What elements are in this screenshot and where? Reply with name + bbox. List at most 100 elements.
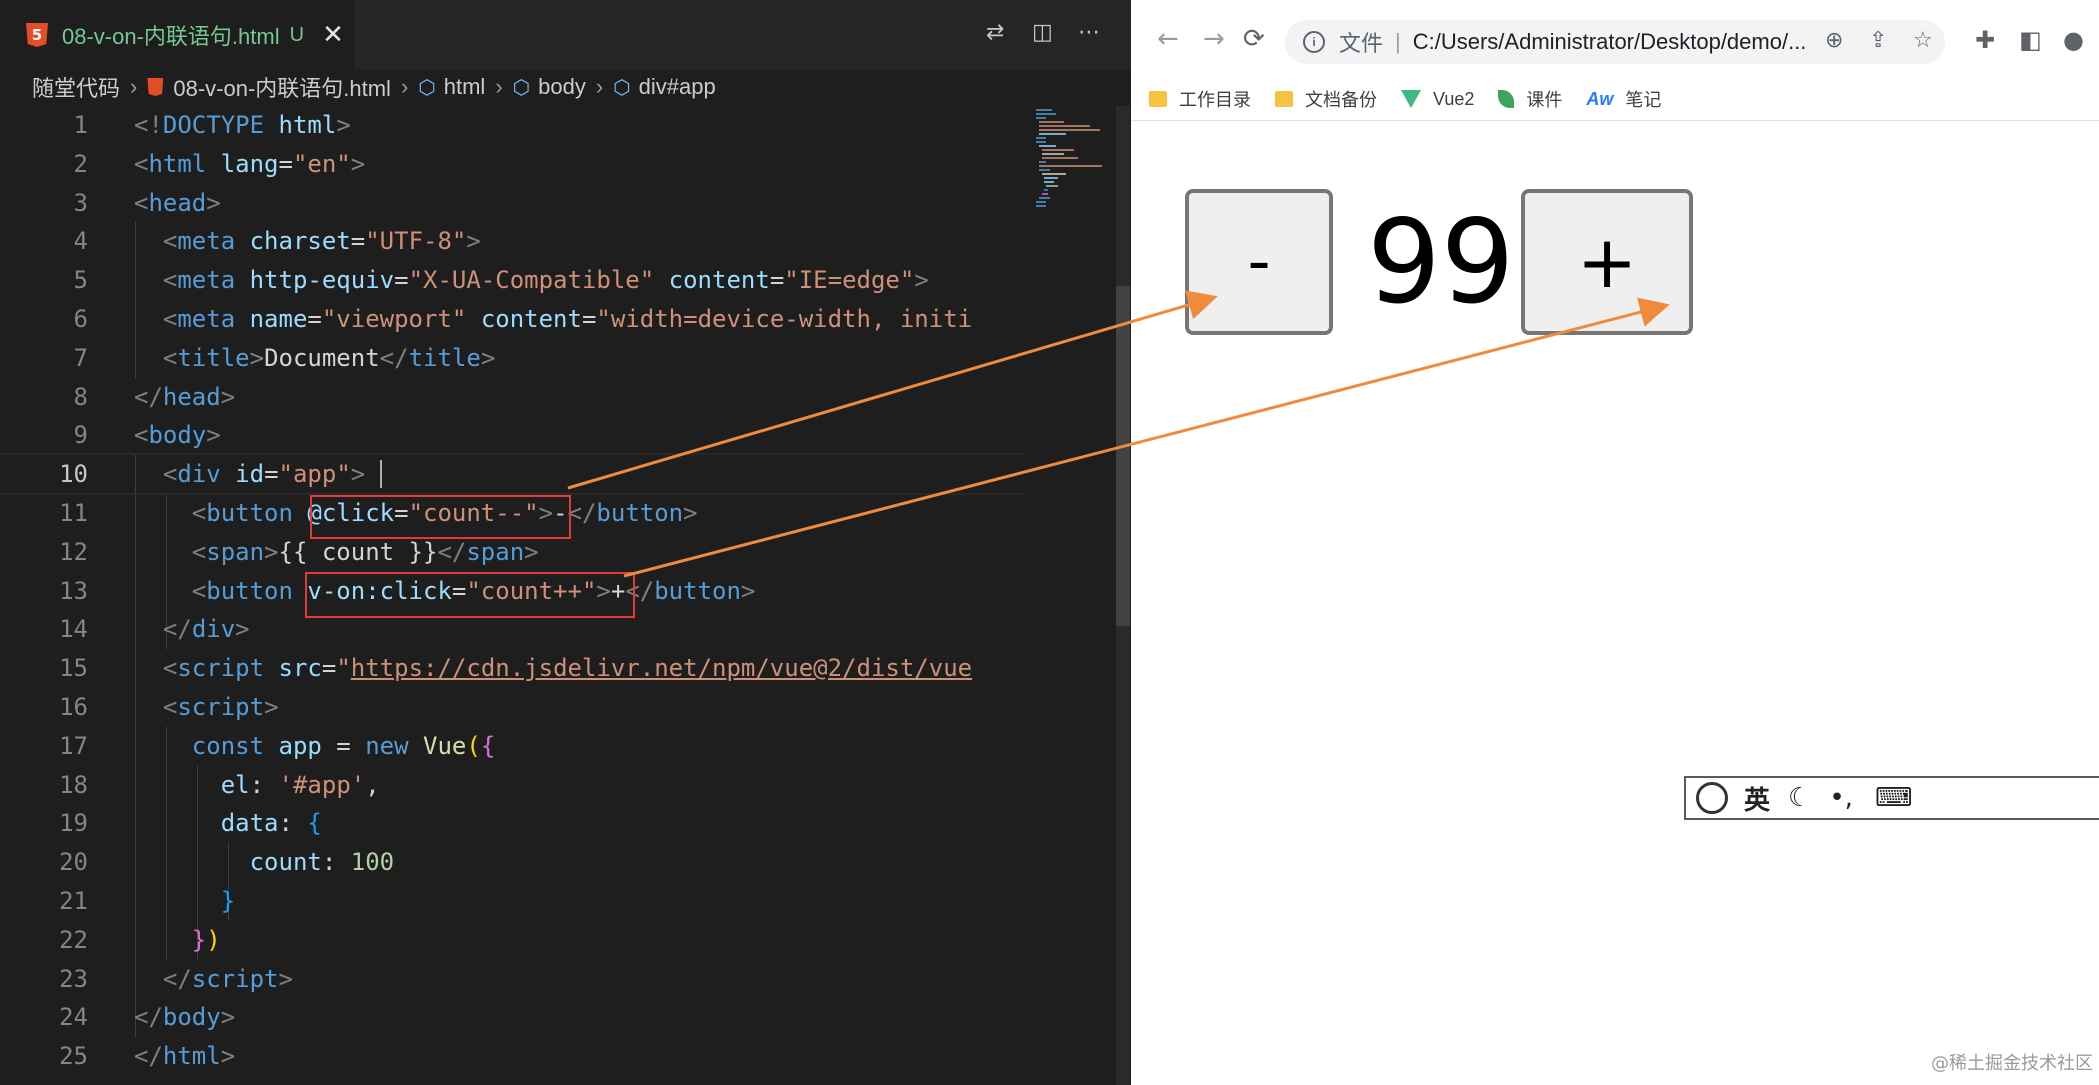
address-url[interactable]: C:/Users/Administrator/Desktop/demo/...: [1412, 29, 1807, 54]
code-token: button: [206, 499, 293, 527]
code-line[interactable]: 13 <button v-on:click="count++">+</butto…: [0, 572, 1025, 610]
code-token: =: [769, 266, 785, 295]
code-line[interactable]: 1<!DOCTYPE html>: [0, 106, 1025, 144]
code-line[interactable]: 17 const app = new Vue({: [0, 727, 1025, 765]
bookmark-courseware[interactable]: 课件: [1498, 86, 1562, 112]
code-token: DOCTYPE: [162, 111, 265, 139]
code-line[interactable]: 12 <span>{{ count }}</span>: [0, 533, 1025, 571]
code-token: =: [451, 576, 467, 605]
zoom-icon[interactable]: ⊕: [1825, 28, 1844, 53]
editor-scrollbar[interactable]: [1116, 106, 1130, 1085]
code-token: [466, 305, 480, 333]
code-line[interactable]: 11 <button @click="count--">-</button>: [0, 494, 1025, 532]
code-token: "count--": [408, 499, 539, 527]
extensions-puzzle-icon[interactable]: ✚: [1975, 26, 1996, 54]
punctuation-icon[interactable]: •,: [1829, 783, 1853, 813]
ime-toolbar[interactable]: 英 ☾ •, ⌨: [1684, 776, 2099, 820]
increment-button[interactable]: +: [1521, 189, 1693, 335]
bookmark-doc-backup[interactable]: 文档备份: [1275, 86, 1377, 112]
code-line[interactable]: 4 <meta charset="UTF-8">: [0, 222, 1025, 260]
scrollbar-thumb[interactable]: [1116, 286, 1130, 626]
code-line[interactable]: 19 data: {: [0, 804, 1025, 842]
code-token: <: [162, 343, 178, 372]
bookmark-notes[interactable]: Aw 笔记: [1586, 86, 1661, 112]
code-line[interactable]: 16 <script>: [0, 688, 1025, 726]
moon-icon[interactable]: ☾: [1788, 783, 1812, 813]
code-token: =: [350, 227, 366, 256]
code-token: [134, 615, 163, 643]
bookmark-vue2[interactable]: Vue2: [1401, 89, 1474, 110]
code-token: const: [191, 731, 265, 760]
tab-close-icon[interactable]: ✕: [322, 20, 344, 50]
source-control-icon[interactable]: ⇄: [986, 20, 1005, 45]
info-icon[interactable]: i: [1303, 31, 1325, 53]
breadcrumb-body[interactable]: body: [538, 74, 586, 99]
code-token: count: [249, 848, 322, 877]
code-token: >: [480, 343, 496, 372]
code-line[interactable]: 22 }): [0, 921, 1025, 959]
code-token: >: [350, 149, 366, 178]
code-line[interactable]: 21 }: [0, 882, 1025, 920]
reload-icon[interactable]: ⟳: [1243, 24, 1265, 54]
line-number: 15: [59, 654, 88, 683]
line-number: 18: [59, 770, 88, 799]
code-line[interactable]: 15 <script src="https://cdn.jsdelivr.net…: [0, 649, 1025, 687]
code-line[interactable]: 9<body>: [0, 416, 1025, 454]
code-line[interactable]: 6 <meta name="viewport" content="width=d…: [0, 300, 1025, 338]
code-line[interactable]: 8</head>: [0, 378, 1025, 416]
decrement-button[interactable]: -: [1185, 189, 1333, 335]
breadcrumb-html[interactable]: html: [443, 74, 486, 99]
code-token: script: [177, 654, 265, 683]
line-number: 25: [59, 1042, 88, 1071]
code-token: https://cdn.jsdelivr.net/npm/vue@2/dist/…: [350, 654, 973, 683]
ime-mode-label[interactable]: 英: [1744, 785, 1771, 816]
code-line[interactable]: 2<html lang="en">: [0, 145, 1025, 183]
code-line[interactable]: 3<head>: [0, 184, 1025, 222]
bookmark-work-dir[interactable]: 工作目录: [1149, 86, 1251, 112]
address-bar[interactable]: i 文件 | C:/Users/Administrator/Desktop/de…: [1285, 20, 1945, 64]
side-panel-icon[interactable]: ◧: [2019, 26, 2042, 54]
code-token: :: [321, 848, 351, 877]
editor-tab-active[interactable]: 5 08-v-on-内联语句.html U ✕: [0, 0, 355, 70]
code-area[interactable]: 1<!DOCTYPE html>2<html lang="en">3<head>…: [0, 106, 1025, 1085]
share-icon[interactable]: ⇪: [1869, 28, 1888, 53]
code-token: <: [191, 576, 207, 605]
code-token: http-equiv: [249, 266, 395, 295]
split-editor-icon[interactable]: ◫: [1032, 20, 1053, 45]
code-token: >: [220, 1003, 236, 1032]
back-arrow-icon[interactable]: ←: [1157, 24, 1179, 54]
minimap[interactable]: [1030, 106, 1112, 246]
code-token: </: [134, 1042, 163, 1071]
vue-logo-icon: [1401, 90, 1421, 108]
code-token: body: [148, 421, 207, 450]
code-line[interactable]: 14 </div>: [0, 610, 1025, 648]
breadcrumb-div-app[interactable]: div#app: [638, 74, 716, 99]
code-token: </: [437, 537, 467, 566]
code-line[interactable]: 23 </script>: [0, 960, 1025, 998]
code-token: charset: [249, 227, 351, 256]
forward-arrow-icon[interactable]: →: [1203, 24, 1225, 54]
code-line[interactable]: 18 el: '#app',: [0, 766, 1025, 804]
more-icon[interactable]: ⋯: [1078, 20, 1100, 45]
code-token: [221, 460, 235, 488]
code-token: [134, 305, 163, 333]
code-line[interactable]: 20 count: 100: [0, 843, 1025, 881]
code-token: "width=device-width, initi: [596, 305, 973, 333]
profile-avatar-icon[interactable]: ●: [2063, 26, 2084, 54]
code-line[interactable]: 5 <meta http-equiv="X-UA-Compatible" con…: [0, 261, 1025, 299]
code-line[interactable]: 10 <div id="app">: [0, 453, 1025, 496]
code-token: meta: [177, 227, 236, 256]
code-token: -: [553, 499, 568, 527]
breadcrumb-file[interactable]: 08-v-on-内联语句.html: [173, 76, 391, 101]
ime-logo-icon[interactable]: [1696, 782, 1728, 814]
code-token: </: [162, 615, 192, 644]
code-line[interactable]: 24</body>: [0, 998, 1025, 1036]
code-line[interactable]: 7 <title>Document</title>: [0, 339, 1025, 377]
code-line[interactable]: 25</html>: [0, 1037, 1025, 1075]
watermark: @稀土掘金技术社区: [1931, 1053, 2093, 1074]
code-token: button: [206, 576, 293, 605]
bookmark-star-icon[interactable]: ☆: [1913, 28, 1933, 53]
code-token: >: [220, 1042, 236, 1071]
keyboard-icon[interactable]: ⌨: [1874, 783, 1913, 813]
breadcrumb-folder[interactable]: 随堂代码: [32, 76, 121, 101]
